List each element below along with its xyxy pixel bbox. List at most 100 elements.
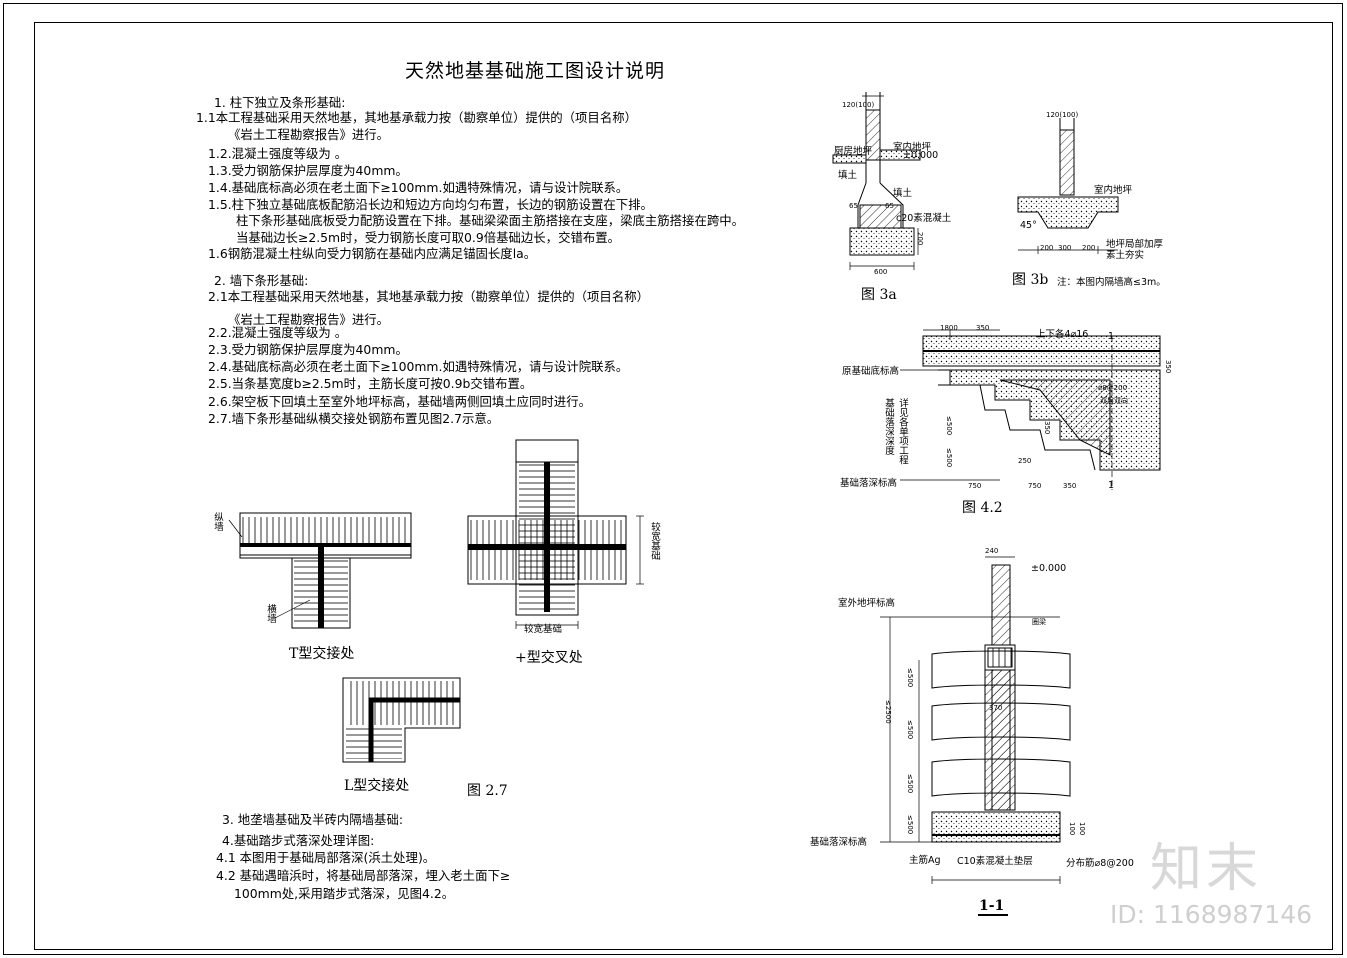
fig-3b-caption: 图 3b [1012,272,1049,288]
fig42-depth-note2: 详见各单项工程 [897,398,908,465]
fig3a-d2: 65 [885,202,894,210]
fig42-depth-note1: 基础落深深度 [883,398,894,455]
fig3a-d1: 65 [849,202,858,210]
section-2-line: 2.4.基础底标高必须在老土面下≥100mm.如遇特殊情况，请与设计院联系。 [208,359,629,374]
section-2-line: 2.6.架空板下回填土至室外地坪标高，基础墙两侧回填土应同时进行。 [208,394,591,409]
section-1-line: 柱下条形基础底板受力配筋设置在下排。基础梁梁面主筋搭接在支座，梁底主筋搭接在跨中… [236,213,745,228]
fig-3a-drawing [832,92,921,270]
section-1-line: 1.4.基础底标高必须在老土面下≥100mm.如遇特殊情况，请与设计院联系。 [208,180,629,195]
sec11-main: 主筋Ag [909,855,941,866]
fig42-dim5: 750 [1028,482,1042,490]
fig3a-d3: 200 [916,232,924,246]
fig-3b-drawing [1017,118,1119,254]
section-1-line: 1.2.混凝土强度等级为 。 [208,146,348,161]
sec11-h4: ≤500 [906,815,914,835]
section-1-line: 《岩土工程勘察报告》进行。 [228,127,390,142]
fig3a-floor: 室内地坪 [893,142,932,153]
fig42-rebar2: 双层双向 [1100,397,1128,405]
t-label-zong: 纵墙 [212,512,223,531]
section-2-line: 2.3.受力钢筋保护层厚度为40mm。 [208,342,408,357]
t-junction-caption: T型交接处 [289,646,355,662]
outer-frame [3,3,1343,955]
fig3b-thick1: 地坪局部加厚 [1106,239,1164,250]
sec11-outdoor: 室外地坪标高 [838,598,896,609]
fig42-v2: ≤500 [945,448,953,468]
plus-bottom-label: 较宽基础 [524,624,563,635]
fig3b-w3: 200 [1082,244,1096,252]
sec11-b100a: 100 [1068,822,1076,836]
watermark-id: ID: 1168987146 [1110,900,1313,929]
fig3a-width: 600 [874,268,888,276]
section-1-line: 1.3.受力钢筋保护层厚度为40mm。 [208,163,408,178]
sec11-drop: 基础落深标高 [810,837,868,848]
fig42-dim4: 750 [968,482,982,490]
section-2-heading: 2. 墙下条形基础: [214,273,309,288]
fig3b-floor: 室内地坪 [1094,185,1133,196]
section-1-1-drawing [880,556,1071,916]
fig42-v1: ≤500 [945,416,953,436]
fig42-mark: 1 [1108,331,1115,342]
section-1-line: 1.6钢筋混凝土柱纵向受力钢筋在基础内应满足锚固长度la。 [208,246,537,261]
fig-4-2-drawing [900,329,1161,490]
section-1-line: 1.5.柱下独立基础底板配筋沿长边和短边方向均匀布置，长边的钢筋设置在下排。 [208,197,653,212]
fig3b-thick2: 素土夯实 [1106,250,1145,261]
sec11-dist: 分布筋⌀8@200 [1066,858,1134,869]
section-2-line: 2.2.混凝土强度等级为 。 [208,325,348,340]
section-1-line: 当基础边长≥2.5m时，受力钢筋长度可取0.9倍基础边长，交错布置。 [236,230,621,245]
fig3b-angle: 45° [1020,220,1037,231]
fig42-dim7: 350 [1164,360,1172,374]
sec11-h1: ≤500 [906,668,914,688]
fig3a-kitchen: 厨房地坪 [834,146,873,157]
plus-junction-drawing [467,439,644,629]
sec11-h2: ≤500 [906,720,914,740]
section-3-line: 4.1 本图用于基础局部落深(浜土处理)。 [216,850,436,865]
fig-3b-note: 注：本图内隔墙高≤3m。 [1057,277,1166,288]
plus-side-label: 较宽基础 [649,522,660,560]
section-3-line: 100mm处,采用踏步式落深，见图4.2。 [234,886,455,901]
l-junction-caption: L型交接处 [344,778,410,794]
section-3-heading: 3. 地垄墙基础及半砖内隔墙基础: [222,812,404,827]
fig3a-dim-top: 120(100) [842,101,875,109]
section-1-line: 1.1本工程基础采用天然地基，其地基承载力按（勘察单位）提供的（项目名称） [196,110,637,125]
fig42-dim2: 350 [976,324,990,332]
inner-frame [34,22,1333,950]
section-3-line: 4.2 基础遇暗浜时，将基础局部落深，埋入老土面下≥ [216,868,511,883]
fig-3a-caption: 图 3a [861,287,897,303]
section-3-line: 4.基础踏步式落深处理详图: [222,833,375,848]
fig42-v3: 350 [1043,421,1051,435]
fig42-rebar: ⌀8@200 [1098,384,1128,392]
fig3a-fill2: 填土 [893,188,913,199]
fig42-drop-elev: 基础落深标高 [840,478,898,489]
t-junction-drawing [228,512,412,629]
sec11-h-total: ≤2500 [884,700,892,724]
l-junction-drawing [342,677,461,763]
fig3a-elev: ±0.000 [903,150,939,161]
fig42-base-elev: 原基础底标高 [842,366,900,377]
section-2-line: 《岩土工程勘察报告》进行。 [228,312,390,327]
sec11-w370: 370 [989,704,1003,712]
sec11-h3: ≤500 [906,774,914,794]
fig3a-fill: 填土 [838,170,858,181]
plus-junction-caption: +型交叉处 [515,650,583,666]
fig3a-conc: c20素混凝土 [896,213,952,224]
fig3b-w2: 300 [1058,244,1072,252]
sec11-b100b: 100 [1078,822,1086,836]
page-title: 天然地基基础施工图设计说明 [405,60,666,82]
fig-4-2-caption: 图 4.2 [962,500,1003,516]
sec11-beam: 圈梁 [1032,618,1046,626]
section-1-heading: 1. 柱下独立及条形基础: [214,95,346,110]
t-label-heng: 横墙 [265,604,276,623]
section-2-line: 2.5.当条基宽度b≥2.5m时，主筋长度可按0.9b交错布置。 [208,376,533,391]
fig3b-dim-top: 120(100) [1046,111,1079,119]
fig42-dim6: 350 [1063,482,1077,490]
fig3b-w1: 200 [1040,244,1054,252]
fig42-dim1: 1800 [940,324,958,332]
fig42-top-bar: 上下各4⌀16 [1036,329,1089,340]
sec11-top-dim: 240 [985,547,999,555]
section-2-line: 2.1本工程基础采用天然地基，其地基承载力按（勘察单位）提供的（项目名称） [208,289,649,304]
fig42-dim3: 250 [1018,457,1032,465]
fig42-mark: 1 [1108,480,1115,491]
sec11-elev: ±0.000 [1031,563,1067,574]
